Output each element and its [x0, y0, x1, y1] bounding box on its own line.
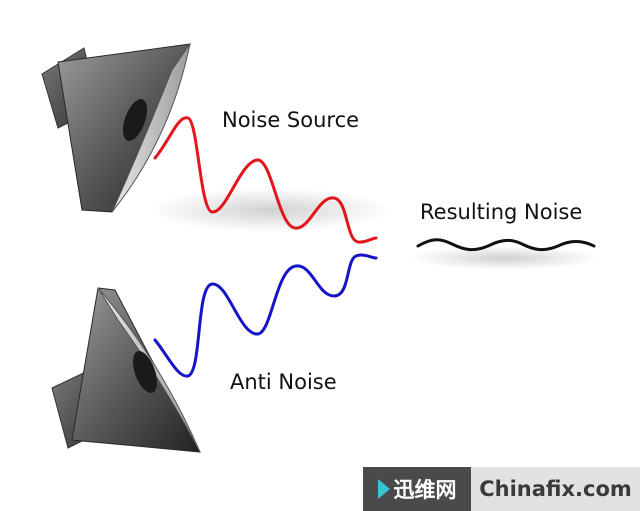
watermark-site-text: Chinafix.com	[479, 477, 632, 501]
resulting-noise-wave	[416, 238, 596, 252]
noise-source-wave	[153, 116, 378, 244]
watermark: 迅维网 Chinafix.com	[363, 467, 640, 511]
noise-source-speaker-icon	[41, 43, 191, 213]
watermark-chinese-text: 迅维网	[393, 478, 457, 502]
arrow-icon	[377, 479, 390, 499]
anti-noise-speaker-icon	[51, 287, 201, 453]
watermark-site: Chinafix.com	[471, 467, 640, 511]
anti-noise-wave	[153, 253, 378, 378]
anti-noise-label: Anti Noise	[230, 370, 337, 394]
resulting-noise-label: Resulting Noise	[420, 200, 583, 224]
noise-source-label: Noise Source	[222, 108, 360, 132]
watermark-brand: 迅维网	[363, 467, 471, 511]
